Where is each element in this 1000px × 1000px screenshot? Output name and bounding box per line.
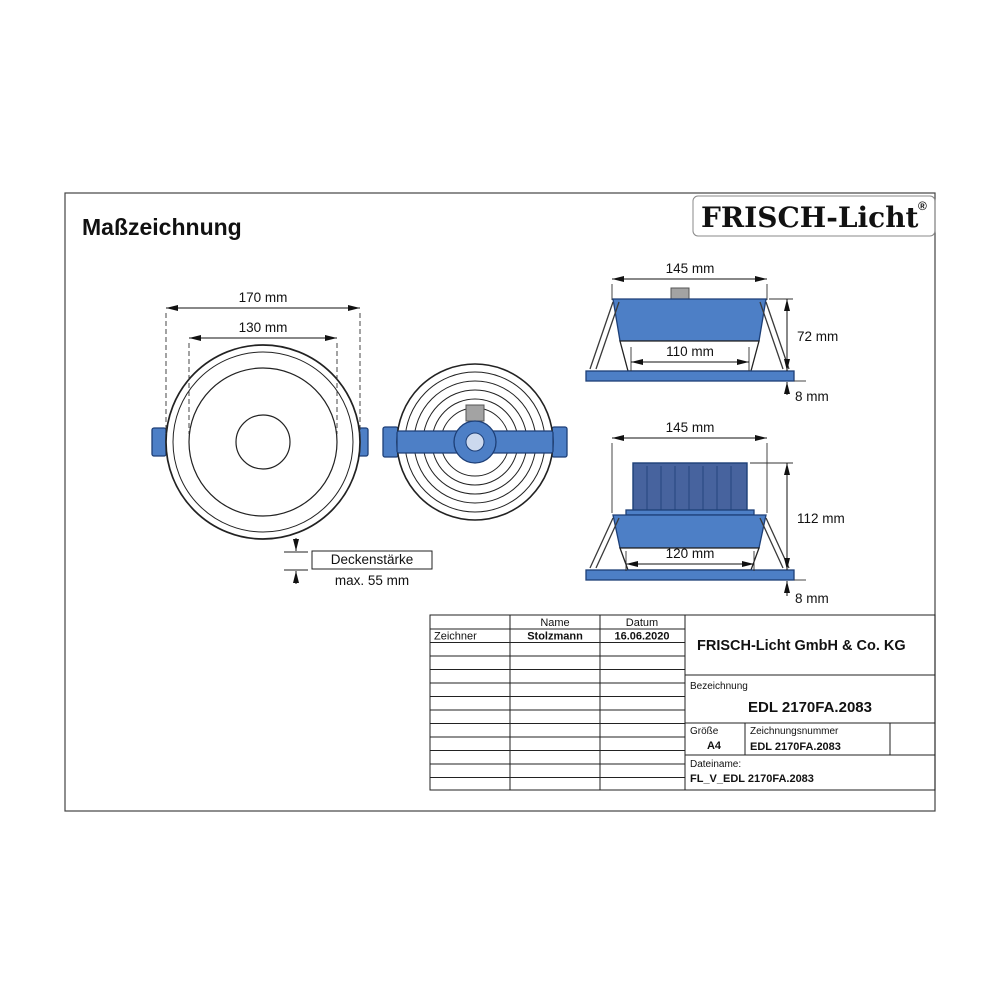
housing-body-a (612, 298, 767, 342)
designation-label: Bezeichnung (690, 681, 748, 692)
mounting-tab-left (151, 427, 167, 457)
title-block: Name Datum Zeichner Stolzmann 16.06.2020… (429, 614, 936, 791)
dim-label-170: 170 mm (239, 290, 288, 305)
brand-logo-text: FRISCH-Licht (701, 201, 919, 234)
spring-clip-left-b (589, 517, 614, 569)
bracket-end-left (382, 426, 399, 458)
title-block-right-grid (685, 674, 935, 756)
housing-body-b (612, 514, 767, 549)
lamp-opening (235, 414, 291, 470)
ceiling-max-value: max. 55 mm (335, 573, 409, 588)
title-block-columns (509, 615, 686, 790)
dim-label-145a: 145 mm (666, 261, 715, 276)
side-view-b: 145 mm 120 mm 112 mm 8 mm (585, 420, 845, 606)
drawing-frame (64, 192, 936, 812)
size-value: A4 (707, 740, 722, 752)
spring-clip-right-b2 (759, 517, 784, 569)
bracket-end-right (551, 426, 568, 458)
header-name: Name (540, 617, 569, 629)
header-datum: Datum (626, 617, 658, 629)
title-block-border (429, 614, 936, 791)
drawer-date: 16.06.2020 (614, 631, 669, 643)
designation-value: EDL 2170FA.2083 (748, 699, 872, 716)
spring-clip-left-a (589, 301, 614, 370)
filename-label: Dateiname: (690, 759, 741, 770)
dim-label-110: 110 mm (666, 344, 714, 359)
spring-clip-left-b2 (595, 517, 620, 569)
page-title: Maßzeichnung (82, 214, 242, 240)
company-name: FRISCH-Licht GmbH & Co. KG (697, 638, 906, 654)
front-view: 170 mm 130 mm (151, 290, 369, 540)
spring-clip-right-a2 (759, 301, 784, 370)
drawing-number-value: EDL 2170FA.2083 (750, 741, 841, 753)
dim-label-8a: 8 mm (795, 389, 829, 404)
ceiling-label-box (311, 550, 433, 570)
side-view-a: 145 mm 110 mm 72 mm 8 mm (585, 261, 838, 404)
title-block-rows (430, 628, 685, 778)
drawing-number-label: Zeichnungsnummer (750, 726, 839, 737)
registered-mark-icon: ® (918, 199, 927, 213)
rear-view (382, 363, 568, 521)
spring-clip-right-b (765, 517, 790, 569)
drawer-label: Zeichner (434, 631, 477, 643)
dim-label-120: 120 mm (666, 546, 715, 561)
heatsink-base-plate (625, 509, 755, 516)
ceiling-flange-a (585, 370, 795, 382)
dim-label-112: 112 mm (797, 511, 845, 526)
dim-label-8b: 8 mm (795, 591, 829, 606)
filename-value: FL_V_EDL 2170FA.2083 (690, 773, 814, 785)
logo-box (692, 195, 936, 237)
cable-entry-block (465, 404, 485, 422)
spring-clip-right-a (765, 301, 790, 370)
dim-label-130: 130 mm (239, 320, 288, 335)
heatsink-body (632, 462, 748, 514)
drawer-name: Stolzmann (527, 631, 583, 643)
ceiling-label: Deckenstärke (331, 552, 414, 567)
spring-clip-left-a2 (595, 301, 620, 370)
terminal-block (670, 287, 690, 300)
ceiling-flange-b (585, 569, 795, 581)
dim-label-145b: 145 mm (666, 420, 715, 435)
dim-label-72: 72 mm (797, 329, 838, 344)
logo: FRISCH-Licht ® (692, 195, 936, 237)
bracket-hub-center (465, 432, 485, 452)
ceiling-thickness-note: Deckenstärke max. 55 mm (284, 538, 433, 588)
size-label: Größe (690, 726, 719, 737)
